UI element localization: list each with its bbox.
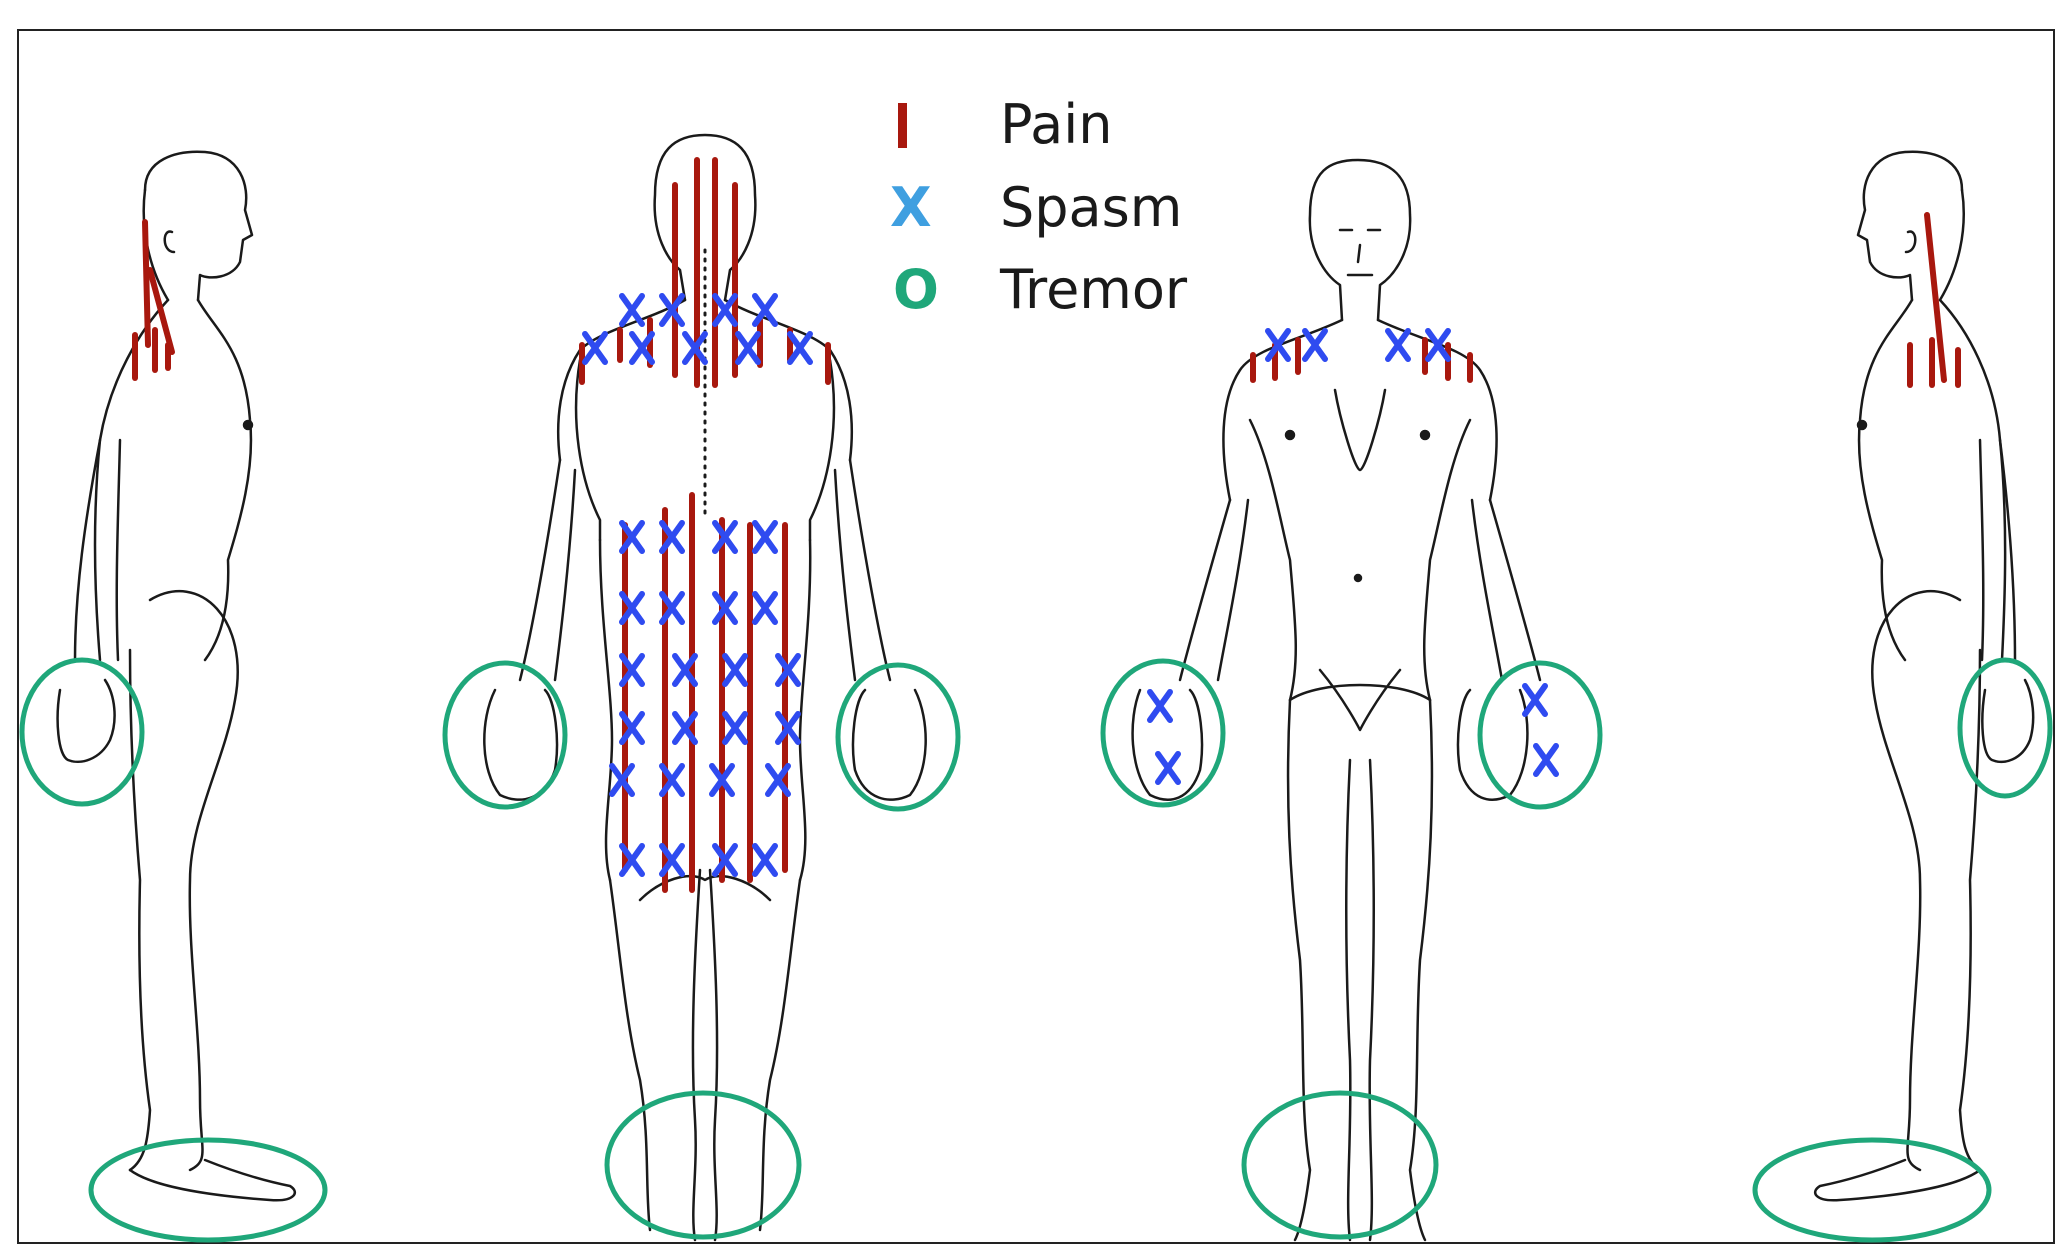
tremor-marks <box>1755 660 2050 1240</box>
legend-item-tremor: O Tremor <box>893 258 1188 321</box>
tremor-marks <box>1103 661 1600 1237</box>
tremor-marks <box>22 660 325 1240</box>
legend-item-pain: Pain <box>898 93 1112 156</box>
legend: Pain X Spasm O Tremor <box>890 93 1188 321</box>
figure-left-side <box>22 152 325 1240</box>
figure-right-side <box>1755 152 2050 1240</box>
legend-label-tremor: Tremor <box>999 258 1188 321</box>
head-outline <box>1310 160 1410 320</box>
legend-label-pain: Pain <box>1000 93 1112 156</box>
head-outline <box>655 135 756 300</box>
figure-front <box>1103 160 1600 1240</box>
legend-label-spasm: Spasm <box>1000 176 1182 239</box>
pain-legend-icon <box>898 103 907 148</box>
head-outline <box>145 152 252 300</box>
tremor-marks <box>445 663 958 1237</box>
head-outline <box>1858 152 1962 300</box>
spasm-marks <box>1150 331 1556 782</box>
pain-marks <box>1910 215 1958 385</box>
figure-back <box>445 135 958 1240</box>
tremor-legend-icon: O <box>893 258 939 321</box>
spasm-legend-icon: X <box>890 176 932 239</box>
legend-item-spasm: X Spasm <box>890 176 1182 239</box>
